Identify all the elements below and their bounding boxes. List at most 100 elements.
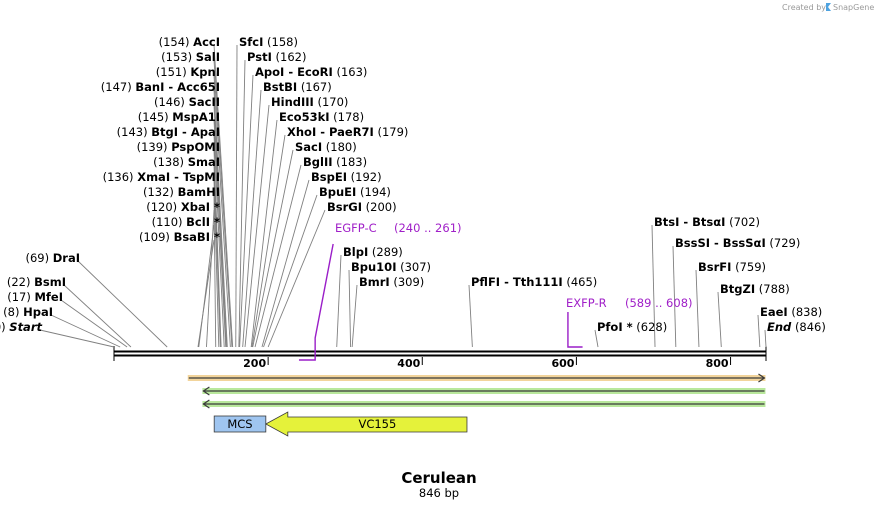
site-label-s-btgi[interactable]: (143) BtgI - ApaI xyxy=(117,125,220,139)
site-name: XhoI xyxy=(287,125,316,139)
site-alt-name: - Tth111I xyxy=(500,275,563,289)
site-name: PflFI xyxy=(471,275,500,289)
site-position: (170) xyxy=(317,95,348,109)
orf-arrowhead xyxy=(202,386,210,396)
site-label-s-bpuei[interactable]: BpuEI (194) xyxy=(319,185,391,199)
site-line-s-hpai xyxy=(50,314,121,348)
site-name: EaeI xyxy=(760,305,788,319)
site-label-s-kpni[interactable]: (151) KpnI xyxy=(156,65,220,79)
site-label-s-eco53ki[interactable]: Eco53kI (178) xyxy=(279,110,364,124)
site-label-s-pspomi[interactable]: (139) PspOMI xyxy=(137,140,220,154)
site-label-s-saci[interactable]: SacI (180) xyxy=(295,140,357,154)
orf-orf-1[interactable] xyxy=(187,373,766,383)
ruler-tick-label: 400 xyxy=(397,357,420,370)
site-label-s-bsrfi[interactable]: BsrFI (759) xyxy=(698,260,766,274)
site-label-s-bsmi[interactable]: (22) BsmI xyxy=(7,275,66,289)
site-label-s-xhoi[interactable]: XhoI - PaeR7I (179) xyxy=(287,125,408,139)
site-label-s-xmai[interactable]: (136) XmaI - TspMI xyxy=(103,170,220,184)
site-label-s-pflfi[interactable]: PflFI - Tth111I (465) xyxy=(471,275,597,289)
site-label-s-bmri[interactable]: BmrI (309) xyxy=(359,275,424,289)
site-line-s-sali xyxy=(213,59,233,348)
feature-f-mcs[interactable]: MCS xyxy=(213,415,267,433)
site-labels: (0) Start(8) HpaI(17) MfeI(22) BsmI (69) … xyxy=(0,35,826,334)
site-position: (143) xyxy=(117,125,148,139)
site-position: (167) xyxy=(301,80,332,94)
site-position: (179) xyxy=(378,125,409,139)
site-name: End xyxy=(767,320,792,334)
ruler-tick-label: 600 xyxy=(551,357,574,370)
primers: EGFP-C(240 .. 261) EXFP-R(589 .. 608) xyxy=(298,221,693,361)
site-line-s-bani xyxy=(213,89,228,348)
site-label-s-bspei[interactable]: BspEI (192) xyxy=(311,170,382,184)
site-label-s-bglii[interactable]: BglII (183) xyxy=(303,155,367,169)
site-label-s-bani[interactable]: (147) BanI - Acc65I xyxy=(101,80,220,94)
orf-orf-3[interactable] xyxy=(202,399,766,409)
site-label-s-mspa1i[interactable]: (145) MspA1I xyxy=(138,110,220,124)
site-alt-name: - PaeR7I xyxy=(316,125,374,139)
site-position: (139) xyxy=(137,140,168,154)
site-line-s-bmri xyxy=(351,284,358,348)
site-position: (200) xyxy=(366,200,397,214)
site-label-s-sacii[interactable]: (146) SacII xyxy=(154,95,220,109)
site-name: BsaBI * xyxy=(174,230,220,244)
site-label-s-smai[interactable]: (138) SmaI xyxy=(153,155,220,169)
feature-label: VC155 xyxy=(358,417,396,431)
site-name: BmrI xyxy=(359,275,390,289)
orf-orf-2[interactable] xyxy=(202,386,766,396)
site-line-s-bstbi xyxy=(242,89,262,348)
site-label-s-btsi[interactable]: BtsI - BtsαI (702) xyxy=(654,215,760,229)
site-label-s-bpu10i[interactable]: Bpu10I (307) xyxy=(351,260,431,274)
site-line-s-smai xyxy=(213,164,221,348)
site-name: BssSI xyxy=(675,236,710,250)
site-label-s-bamhi[interactable]: (132) BamHI xyxy=(143,185,220,199)
site-label-s-btgzi[interactable]: BtgZI (788) xyxy=(720,282,790,296)
site-position: (132) xyxy=(143,185,174,199)
site-label-s-bsssi[interactable]: BssSI - BssSαI (729) xyxy=(675,236,800,250)
site-name: ApoI xyxy=(255,65,284,79)
site-label-s-end[interactable]: End (846) xyxy=(767,320,826,334)
site-label-s-bcli[interactable]: (110) BclI * xyxy=(152,215,220,229)
ruler-tick-label: 800 xyxy=(706,357,729,370)
site-position: (788) xyxy=(759,282,790,296)
primer-name: EXFP-R xyxy=(566,296,607,310)
site-alt-name: - BtsαI xyxy=(679,215,725,229)
site-alt-name: - ApaI xyxy=(178,125,220,139)
site-name: BpuEI xyxy=(319,185,356,199)
site-line-s-bamhi xyxy=(213,194,217,348)
site-label-s-bsabi[interactable]: (109) BsaBI * xyxy=(139,230,220,244)
site-label-s-sfci[interactable]: SfcI (158) xyxy=(239,35,298,49)
primer-p-exfpr[interactable]: EXFP-R(589 .. 608) xyxy=(566,296,693,348)
site-line-s-sfci xyxy=(235,44,238,348)
site-label-s-sali[interactable]: (153) SalI xyxy=(161,50,220,64)
site-position: (109) xyxy=(139,230,170,244)
site-label-s-psti[interactable]: PstI (162) xyxy=(247,50,306,64)
site-label-s-xbai[interactable]: (120) XbaI * xyxy=(146,200,220,214)
site-name: AccI xyxy=(193,35,220,49)
site-name: BclI * xyxy=(186,215,220,229)
credit-brand: SnapGene xyxy=(833,3,874,12)
site-line-s-bglii xyxy=(254,164,302,348)
site-label-s-acci[interactable]: (154) AccI xyxy=(159,35,220,49)
site-name: PspOMI xyxy=(171,140,220,154)
site-name: BsrGI xyxy=(327,200,362,214)
site-label-s-drai[interactable]: (69) DraI xyxy=(25,251,80,265)
orf-arrowhead xyxy=(202,399,210,409)
site-label-s-apoi[interactable]: ApoI - EcoRI (163) xyxy=(255,65,367,79)
site-label-s-eaei[interactable]: EaeI (838) xyxy=(760,305,822,319)
site-position: (22) xyxy=(7,275,31,289)
site-label-s-pfoi[interactable]: PfoI * (628) xyxy=(597,320,667,334)
site-line-s-eco53ki xyxy=(250,119,278,348)
site-position: (702) xyxy=(729,215,760,229)
site-position: (192) xyxy=(351,170,382,184)
site-label-s-blpi[interactable]: BlpI (289) xyxy=(343,245,403,259)
site-name: BsrFI xyxy=(698,260,731,274)
site-label-s-hindiii[interactable]: HindIII (170) xyxy=(271,95,348,109)
site-label-s-mfei[interactable]: (17) MfeI xyxy=(7,290,63,304)
site-label-s-bsrgi[interactable]: BsrGI (200) xyxy=(327,200,397,214)
primer-p-egfpc[interactable]: EGFP-C(240 .. 261) xyxy=(298,221,462,361)
site-line-s-pfoi xyxy=(594,329,599,348)
feature-f-vc155[interactable]: VC155 xyxy=(264,411,468,437)
site-label-s-start[interactable]: (0) Start xyxy=(0,320,42,334)
site-label-s-hpai[interactable]: (8) HpaI xyxy=(3,305,53,319)
site-label-s-bstbi[interactable]: BstBI (167) xyxy=(263,80,332,94)
